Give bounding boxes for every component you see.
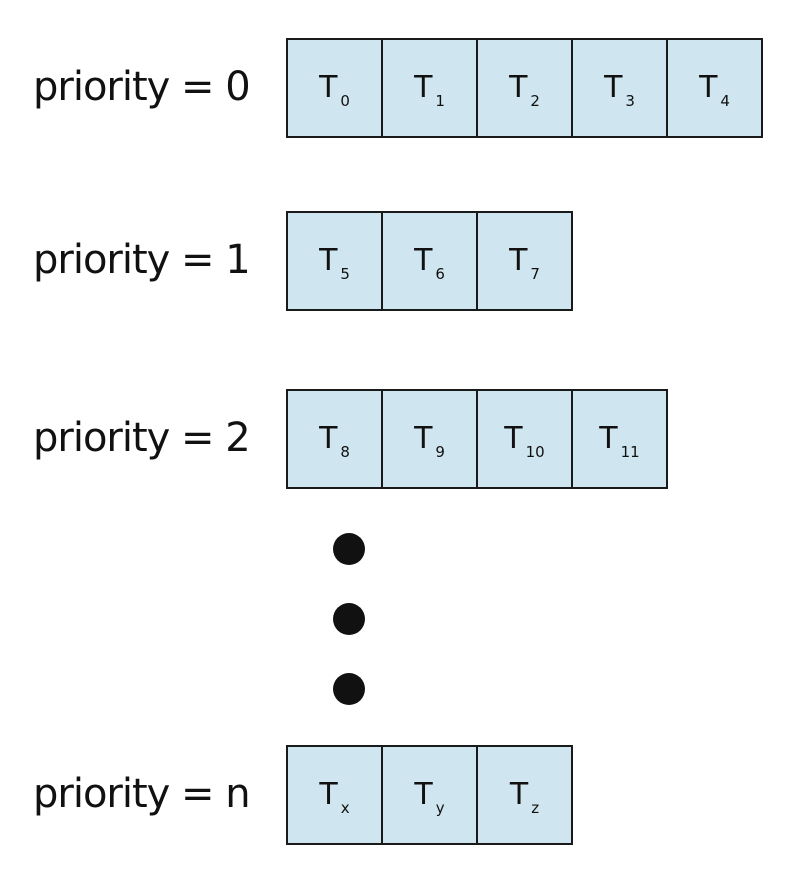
task-subscript: x — [340, 799, 350, 817]
task-subscript: 5 — [340, 265, 350, 283]
task-subscript: z — [531, 799, 540, 817]
ellipsis-dot — [333, 533, 365, 565]
vertical-ellipsis-icon — [333, 533, 365, 743]
task-subscript: 11 — [620, 443, 640, 461]
priority-label: priority = n — [33, 771, 251, 817]
task-name: T — [509, 70, 528, 105]
task-subscript: 0 — [340, 92, 350, 110]
task-subscript: y — [435, 799, 445, 817]
task-name: T — [414, 243, 433, 278]
task-subscript: 7 — [530, 265, 540, 283]
task-subscript: 4 — [720, 92, 730, 110]
task-name: T — [319, 421, 338, 456]
task-name: T — [319, 243, 338, 278]
task-subscript: 9 — [435, 443, 445, 461]
task-name: T — [414, 70, 433, 105]
task-name: T — [504, 421, 523, 456]
task-subscript: 2 — [530, 92, 540, 110]
task-subscript: 10 — [525, 443, 545, 461]
task-subscript: 8 — [340, 443, 350, 461]
task-name: T — [414, 421, 433, 456]
task-name: T — [414, 777, 433, 812]
ellipsis-dot — [333, 673, 365, 705]
priority-label: priority = 1 — [33, 237, 251, 283]
task-name: T — [509, 777, 529, 812]
task-subscript: 3 — [625, 92, 635, 110]
task-name: T — [319, 70, 338, 105]
task-subscript: 1 — [435, 92, 445, 110]
ellipsis-dot — [333, 603, 365, 635]
task-name: T — [699, 70, 718, 105]
priority-label: priority = 2 — [33, 415, 251, 461]
task-subscript: 6 — [435, 265, 445, 283]
priority-label: priority = 0 — [33, 64, 251, 110]
task-name: T — [599, 421, 618, 456]
task-name: T — [604, 70, 623, 105]
task-name: T — [319, 777, 338, 812]
task-name: T — [509, 243, 528, 278]
